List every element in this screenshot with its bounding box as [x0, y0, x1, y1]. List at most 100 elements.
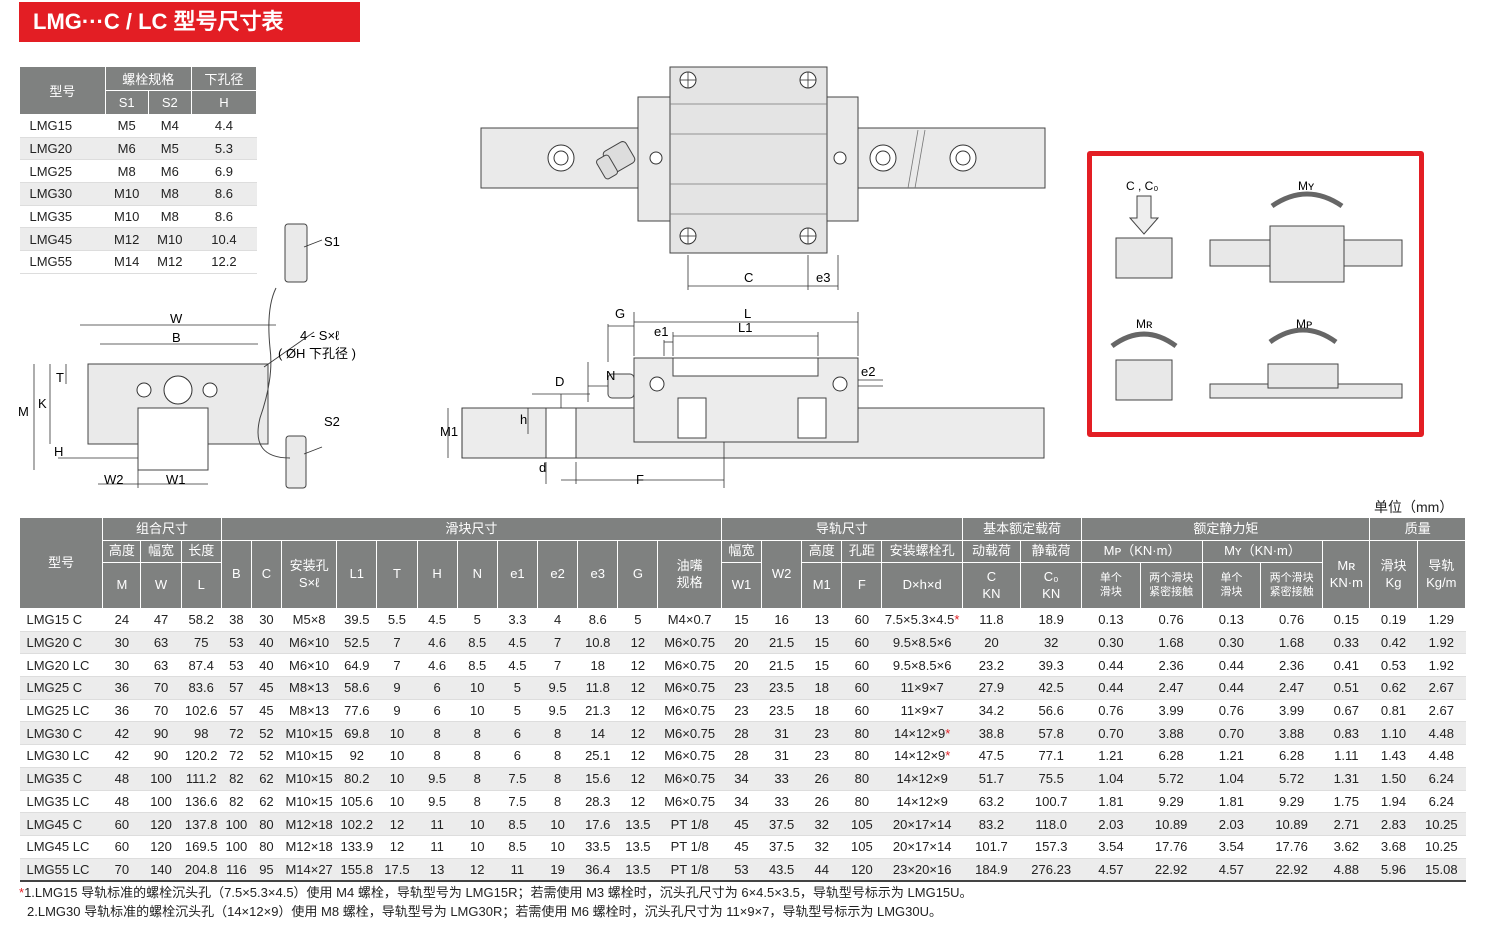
table-cell: 11×9×7	[881, 676, 963, 700]
header-s2: S2	[147, 90, 192, 115]
load-label-my: Mʏ	[1298, 179, 1315, 193]
table-cell: 1.94	[1369, 790, 1418, 814]
table-cell: 34	[721, 790, 762, 814]
footnote-mark: *	[954, 612, 960, 628]
dim-label-w1: W1	[166, 472, 186, 487]
dim-label-g: G	[615, 306, 625, 321]
table-cell: 63.2	[962, 790, 1021, 814]
table-cell: 63	[140, 631, 182, 655]
table-cell: 31	[761, 721, 802, 746]
table-cell: M10×15	[281, 744, 337, 768]
table-cell: 1.81	[1202, 790, 1261, 814]
table-cell: 72	[221, 744, 252, 768]
table-cell: M14×27	[281, 858, 337, 882]
top-view-drawing: C e3	[480, 66, 1046, 290]
table-cell: 0.13	[1081, 608, 1141, 632]
table-cell: 39.5	[336, 608, 377, 632]
table-cell: 8.5	[457, 631, 498, 655]
col-w2: W2	[761, 540, 803, 609]
table-cell: 1.04	[1202, 767, 1261, 791]
table-cell: 70	[140, 699, 182, 723]
table-cell: M6×0.75	[657, 699, 722, 723]
table-cell: 80.2	[336, 767, 377, 791]
header-bolt-spec: 螺栓规格	[104, 66, 192, 91]
table-cell: 0.44	[1081, 676, 1141, 700]
table-cell: 53	[221, 653, 252, 678]
table-cell: 12	[617, 790, 658, 814]
table-cell: 1.68	[1140, 631, 1203, 655]
table-cell: 10	[457, 676, 498, 700]
table-cell: 0.53	[1369, 653, 1418, 678]
table-cell: LMG20	[19, 137, 106, 161]
table-cell: 0.13	[1202, 608, 1261, 632]
table-cell: 3.99	[1260, 699, 1323, 723]
table-cell: 8	[457, 744, 498, 768]
col-w1: W1	[720, 562, 763, 609]
table-cell: M8	[148, 182, 192, 206]
table-cell: 92	[336, 744, 377, 768]
table-cell: 4.88	[1322, 858, 1370, 882]
group-combo: 组合尺寸	[102, 517, 222, 541]
table-cell: 8.6	[191, 182, 257, 206]
c0-label: C₀	[1043, 569, 1059, 585]
table-cell: 2.67	[1417, 699, 1466, 723]
table-cell: 1.68	[1260, 631, 1323, 655]
table-cell: 80	[841, 767, 882, 791]
table-cell: PT 1/8	[657, 858, 722, 882]
table-cell: 0.76	[1140, 608, 1203, 632]
sub-rail-bolt: 安装螺栓孔	[881, 540, 963, 563]
col-model: 型号	[18, 517, 104, 609]
table-cell: 0.70	[1202, 721, 1261, 746]
table-cell: M4×0.7	[657, 608, 722, 632]
table-cell: M5	[148, 137, 192, 161]
sub-rail-width: 幅宽	[720, 540, 763, 563]
table-cell: 105.6	[336, 790, 377, 814]
table-cell: 136.6	[181, 790, 222, 814]
table-cell: 8.5	[497, 835, 538, 859]
table-cell: 34	[721, 767, 762, 791]
load-label-c: C , C₀	[1126, 179, 1158, 193]
table-cell: 11.8	[577, 676, 618, 700]
grease-hole-icon	[136, 382, 152, 398]
table-cell: 15.6	[577, 767, 618, 791]
hole-note: ( ØH 下孔径 )	[278, 346, 356, 361]
grease-label: 油嘴	[676, 558, 703, 574]
grease-hole-icon	[202, 382, 218, 398]
table-cell: 52.5	[336, 631, 377, 655]
table-cell: 80	[251, 812, 282, 836]
table-cell: 0.41	[1322, 653, 1370, 678]
table-cell: 1.21	[1202, 744, 1261, 768]
table-cell: LMG45	[19, 227, 106, 252]
curved-arrow-icon	[1270, 191, 1344, 209]
dimension-table: 型号 组合尺寸 滑块尺寸 导轨尺寸 基本额定载荷 额定静力矩 质量 高度 幅宽 …	[18, 517, 1467, 882]
bolt-note: 4 - S×ℓ	[300, 328, 340, 343]
table-cell: 11	[417, 835, 458, 859]
table-cell: 137.8	[181, 812, 222, 836]
table-cell: 6	[497, 721, 538, 746]
dim-label-e3: e3	[816, 270, 830, 285]
table-cell: 0.15	[1322, 608, 1370, 632]
table-cell: 5.3	[191, 137, 257, 161]
sub-pitch: 孔距	[841, 540, 883, 563]
table-cell: 0.44	[1202, 676, 1261, 700]
dim-label-e1: e1	[654, 324, 668, 339]
table-cell: LMG30	[19, 182, 106, 206]
col-n: N	[456, 540, 498, 609]
table-cell: 3.88	[1260, 721, 1323, 746]
table-cell: 48	[102, 790, 141, 814]
table-cell: 12	[617, 676, 658, 700]
table-cell: 37.5	[761, 835, 802, 859]
col-f: F	[841, 562, 883, 609]
col-e1: e1	[496, 540, 539, 609]
col-e3: e3	[577, 540, 619, 609]
